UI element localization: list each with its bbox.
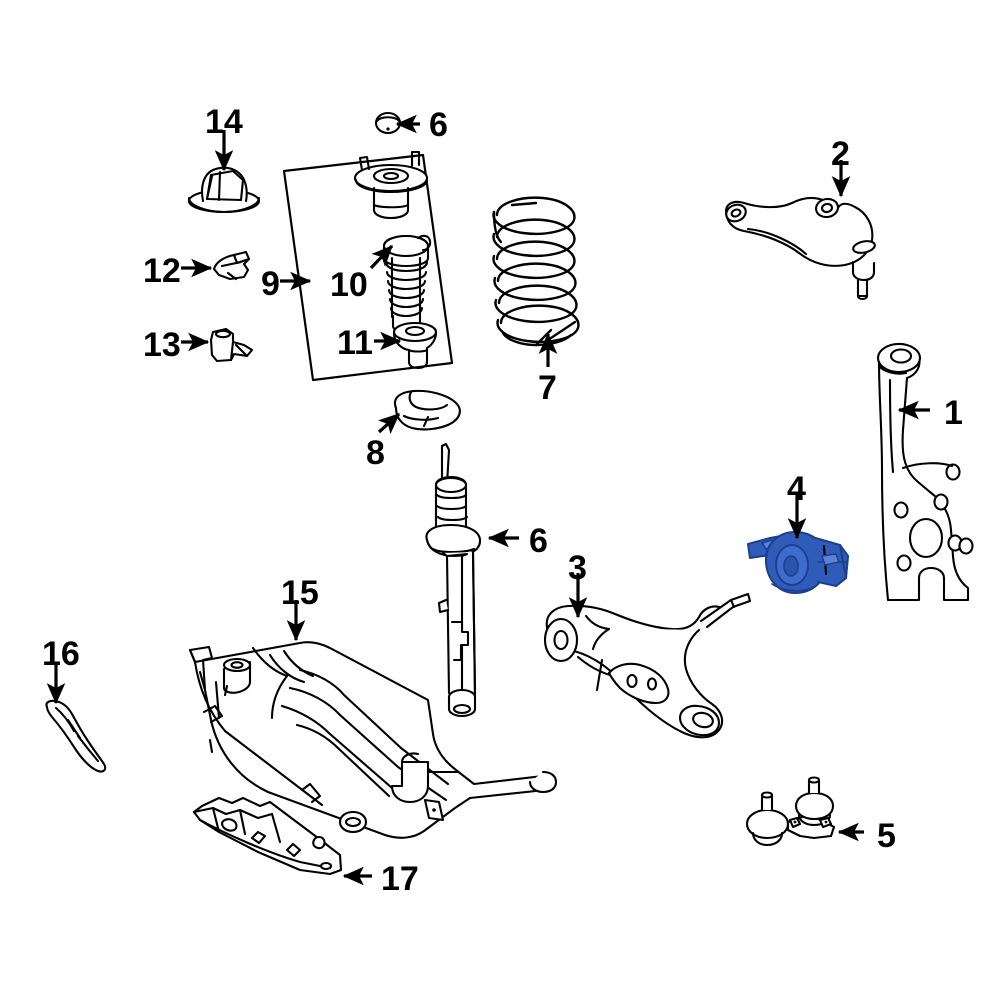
callout-number-upper-control-arm[interactable]: 2 (831, 135, 850, 173)
part-suspension-crossmember[interactable] (188, 641, 558, 839)
part-lower-control-arm[interactable] (543, 592, 752, 739)
callout-number-suspension-crossmember[interactable]: 15 (281, 574, 319, 612)
part-strut-support-mount[interactable] (187, 166, 261, 214)
part-bracket-16[interactable] (45, 699, 107, 773)
callout-number-spring-insulator[interactable]: 8 (366, 434, 385, 472)
part-lower-arm-bushing-bracket[interactable] (746, 530, 850, 595)
part-spring-insulator[interactable] (394, 389, 461, 431)
callout-number-steering-knuckle[interactable]: 1 (944, 394, 963, 432)
callout-number-strut-bumper[interactable]: 11 (337, 324, 373, 362)
callout-number-strut-mount-nut[interactable]: 6 (429, 106, 448, 144)
callout-arrow-strut-dust-boot (369, 244, 394, 270)
part-shock-absorber-strut[interactable] (425, 442, 482, 718)
callout-arrows (46, 114, 930, 886)
callout-number-coil-spring[interactable]: 7 (538, 369, 557, 407)
callout-number-lower-ball-joint[interactable]: 5 (877, 817, 896, 855)
callout-number-lower-control-arm[interactable]: 3 (568, 549, 587, 587)
part-steering-knuckle[interactable] (876, 342, 974, 602)
callout-number-strut-mounting-kit-box[interactable]: 9 (261, 265, 280, 303)
callout-number-bracket-16[interactable]: 16 (42, 635, 80, 673)
callout-number-clip-retainer-13[interactable]: 13 (143, 326, 181, 364)
part-strut-bumper[interactable] (392, 321, 438, 370)
callout-number-strut-dust-boot[interactable]: 10 (330, 266, 368, 304)
part-lower-ball-joint[interactable] (745, 776, 836, 847)
part-strut-mount-nut[interactable] (374, 111, 402, 135)
callout-number-strut-support-mount[interactable]: 14 (205, 103, 243, 141)
part-upper-control-arm[interactable] (724, 196, 876, 301)
part-clip-retainer-13[interactable] (209, 327, 254, 363)
callout-number-engine-under-cover[interactable]: 17 (381, 860, 419, 898)
part-strut-upper-mount[interactable] (353, 150, 429, 220)
part-coil-spring[interactable] (492, 196, 580, 347)
callout-number-lower-arm-bushing-bracket[interactable]: 4 (787, 470, 806, 508)
part-engine-under-cover[interactable] (192, 796, 343, 876)
callout-arrow-spring-insulator (377, 412, 401, 435)
part-clip-retainer-12[interactable] (212, 250, 251, 281)
callout-number-clip-retainer-12[interactable]: 12 (143, 252, 181, 290)
callout-number-shock-absorber-strut[interactable]: 6 (529, 522, 548, 560)
